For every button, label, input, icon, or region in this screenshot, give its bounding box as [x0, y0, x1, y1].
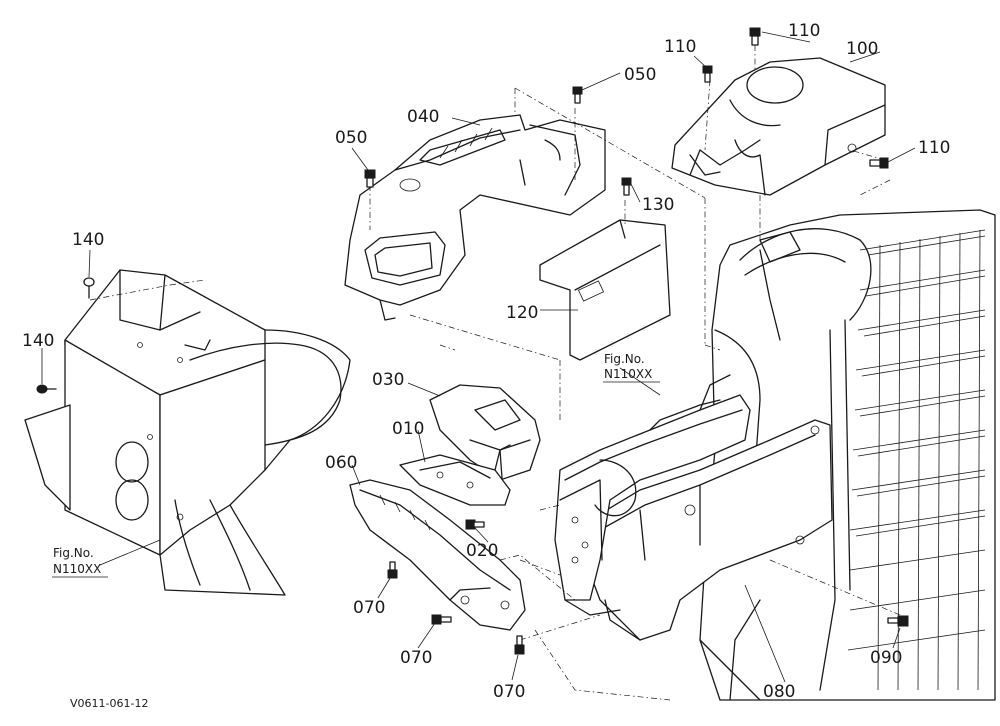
callout-060: 060 — [325, 453, 357, 473]
callout-050-top: 050 — [624, 65, 656, 85]
callout-100: 100 — [846, 39, 878, 59]
callout-140-top: 140 — [72, 230, 104, 250]
callout-040: 040 — [407, 107, 439, 127]
left-floor-assembly — [24, 269, 351, 596]
part-060-front-cover — [349, 479, 526, 631]
callout-050-left: 050 — [335, 128, 367, 148]
part-010-bracket — [399, 444, 511, 506]
bolt-110-left-icon — [702, 65, 713, 83]
callout-030: 030 — [372, 370, 404, 390]
callout-labels: 110 100 110 110 050 130 120 040 050 030 … — [22, 21, 950, 702]
part-100-top-cover — [671, 57, 886, 196]
callout-110-top: 110 — [788, 21, 820, 41]
cab-frame-body — [699, 209, 996, 701]
callout-110-left: 110 — [664, 37, 696, 57]
fasteners — [36, 27, 909, 655]
callout-090: 090 — [870, 648, 902, 668]
part-120-plate — [539, 219, 671, 361]
bolt-090-icon — [887, 615, 909, 627]
fig-ref-center-code: N110XX — [604, 367, 652, 381]
part-030-cover — [429, 384, 541, 481]
callout-130: 130 — [642, 195, 674, 215]
bolt-070-b-icon — [431, 614, 452, 625]
bolt-070-c-icon — [514, 635, 525, 655]
callout-010: 010 — [392, 419, 424, 439]
fig-ref-left-label: Fig.No. — [53, 546, 94, 560]
callout-070-c: 070 — [493, 682, 525, 702]
bolt-130-icon — [621, 177, 632, 196]
screw-140-left-icon — [36, 384, 57, 394]
part-080-side-panel — [584, 419, 833, 641]
bolt-110-right-icon — [869, 157, 889, 169]
bolt-020-icon — [465, 519, 485, 530]
fig-ref-center-label: Fig.No. — [604, 352, 645, 366]
fig-ref-left-code: N110XX — [53, 562, 101, 576]
center-frame-bracket — [554, 374, 751, 616]
callout-080: 080 — [763, 682, 795, 702]
alignment-lines — [89, 45, 901, 701]
bolt-110-top-icon — [749, 27, 761, 46]
bolt-070-a-icon — [387, 561, 398, 579]
callout-070-b: 070 — [400, 648, 432, 668]
mesh-grille — [847, 229, 986, 691]
bolt-050-left-icon — [364, 169, 376, 188]
part-040-dash-panel — [344, 114, 606, 321]
bolt-050-top-icon — [572, 86, 583, 104]
callout-140-left: 140 — [22, 331, 54, 351]
callout-120: 120 — [506, 303, 538, 323]
callout-110-right: 110 — [918, 138, 950, 158]
fig-ref-center: Fig.No. N110XX — [603, 352, 660, 383]
callout-020: 020 — [466, 541, 498, 561]
drawing-code: V0611-061-12 — [70, 697, 148, 710]
callout-070-a: 070 — [353, 598, 385, 618]
leader-lines — [41, 31, 916, 683]
screw-140-top-icon — [83, 277, 95, 299]
fig-ref-left: Fig.No. N110XX — [52, 546, 108, 578]
